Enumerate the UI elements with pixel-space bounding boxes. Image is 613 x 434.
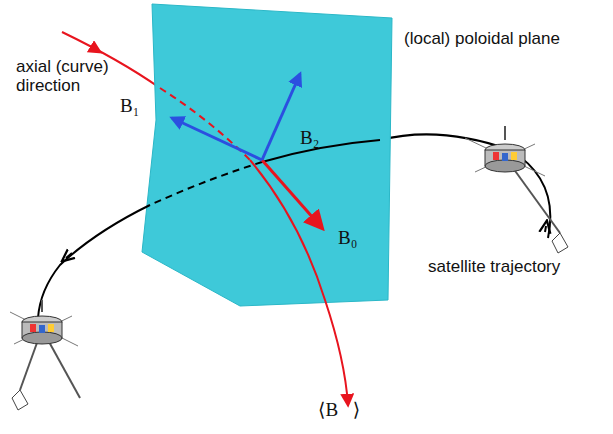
label: (local) poloidal plane [404,30,560,49]
b2-vector [262,74,300,160]
axial-arrow [90,46,100,52]
trajectory [38,205,150,318]
label: ⟨B⃗⟩ [318,400,360,421]
trajectory-hidden [150,162,262,205]
trajectory-arrow [66,253,72,258]
satellite [10,300,80,410]
label: B₁ [120,96,139,117]
label: B₀ [338,228,357,249]
axial-curve [250,160,348,405]
label: axial (curve) direction [16,58,134,95]
satellite [465,126,568,253]
label: B₂ [300,128,319,149]
trajectory [380,134,550,238]
b1-vector [172,118,262,160]
trajectory [262,140,380,162]
trajectory-arrow [545,226,546,232]
label: satellite trajectory [428,258,560,277]
poloidal-plane [142,4,392,306]
b0-vector [262,160,322,228]
